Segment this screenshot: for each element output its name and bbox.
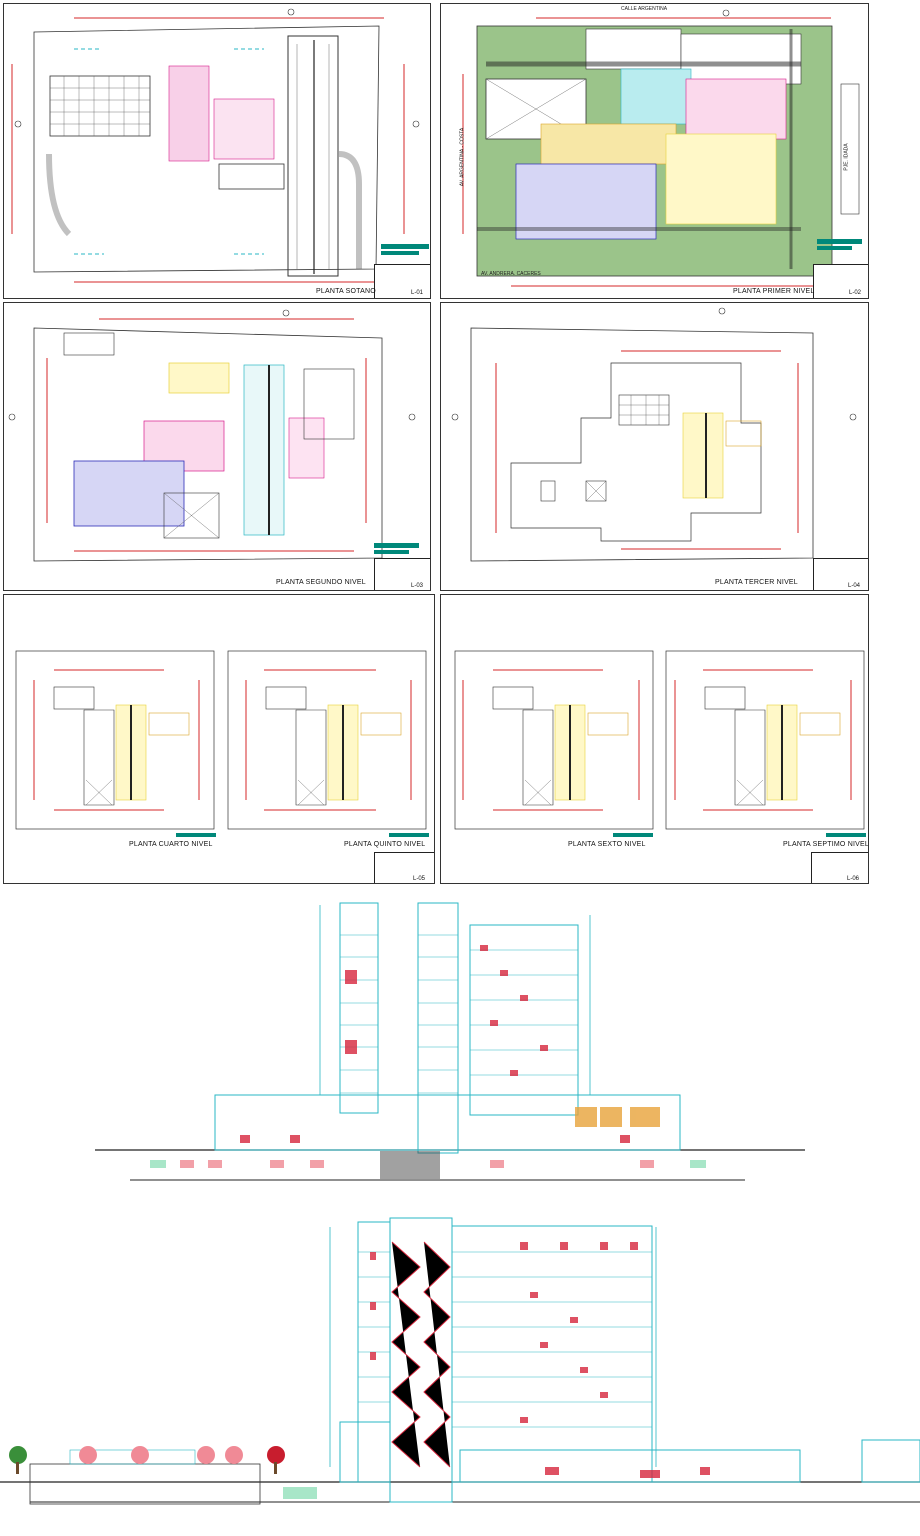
street-left-label: AV. ARGENTINA - COSTA	[459, 127, 466, 187]
plan-tercer-nivel-drawing	[451, 307, 857, 562]
sheet-title: PLANTA TERCER NIVEL	[715, 579, 798, 586]
sheet-l05-cuarto-quinto: PLANTA CUARTO NIVEL PLANTA QUINTO NIVEL …	[3, 594, 435, 884]
sheet-l06-sexto-septimo: PLANTA SEXTO NIVEL PLANTA SEPTIMO NIVEL …	[440, 594, 869, 884]
sheet-title-septimo: PLANTA SEPTIMO NIVEL	[783, 841, 869, 848]
title-block	[374, 558, 430, 590]
sheet-title: PLANTA PRIMER NIVEL	[733, 288, 815, 295]
sheet-planta-tercer-nivel: PLANTA TERCER NIVEL L-04	[440, 302, 869, 591]
title-block	[374, 852, 434, 883]
tree-icons	[9, 1446, 285, 1474]
section-a-a	[95, 902, 805, 1181]
sheet-code: L-04	[848, 583, 861, 589]
plan-primer-nivel-drawing	[462, 9, 862, 287]
plan-cuarto-nivel	[33, 669, 200, 811]
sheet-title: PLANTA SOTANO	[316, 288, 376, 295]
street-right-label: PJE. IDADA	[843, 143, 850, 171]
plan-sotano-drawing	[11, 8, 429, 283]
sheet-title-cuarto: PLANTA CUARTO NIVEL	[129, 841, 213, 848]
street-bottom-label: AV. ANDRERA. CACERES	[481, 271, 541, 277]
sheet-code: L-02	[849, 290, 862, 296]
sheet-code: L-06	[847, 876, 860, 882]
sheet-title: PLANTA SEGUNDO NIVEL	[276, 579, 366, 586]
sheet-title-quinto: PLANTA QUINTO NIVEL	[344, 841, 426, 848]
sheet-planta-segundo-nivel: PLANTA SEGUNDO NIVEL L-03	[3, 302, 431, 591]
title-block	[811, 852, 868, 883]
plan-segundo-nivel-drawing	[8, 309, 419, 562]
plan-quinto-nivel	[245, 669, 412, 811]
plan-sexto-nivel	[462, 669, 640, 811]
plan-cuarto-quinto-drawing	[15, 650, 429, 837]
sheet-code: L-01	[411, 290, 424, 296]
sheet-title-sexto: PLANTA SEXTO NIVEL	[568, 841, 646, 848]
sheet-planta-sotano: PLANTA SOTANO L-01	[3, 3, 431, 299]
title-block	[813, 558, 868, 590]
plan-septimo-nivel	[674, 669, 852, 811]
sheet-planta-primer-nivel: CALLE ARGENTINA AV. ANDRERA. CACERES AV.…	[440, 3, 869, 299]
title-block	[374, 264, 430, 298]
plan-sexto-septimo-drawing	[454, 650, 866, 837]
section-b-b	[0, 1217, 920, 1505]
street-top-label: CALLE ARGENTINA	[621, 6, 668, 12]
sheet-code: L-05	[413, 876, 426, 882]
sheet-code: L-03	[411, 583, 424, 589]
title-block	[813, 264, 868, 298]
